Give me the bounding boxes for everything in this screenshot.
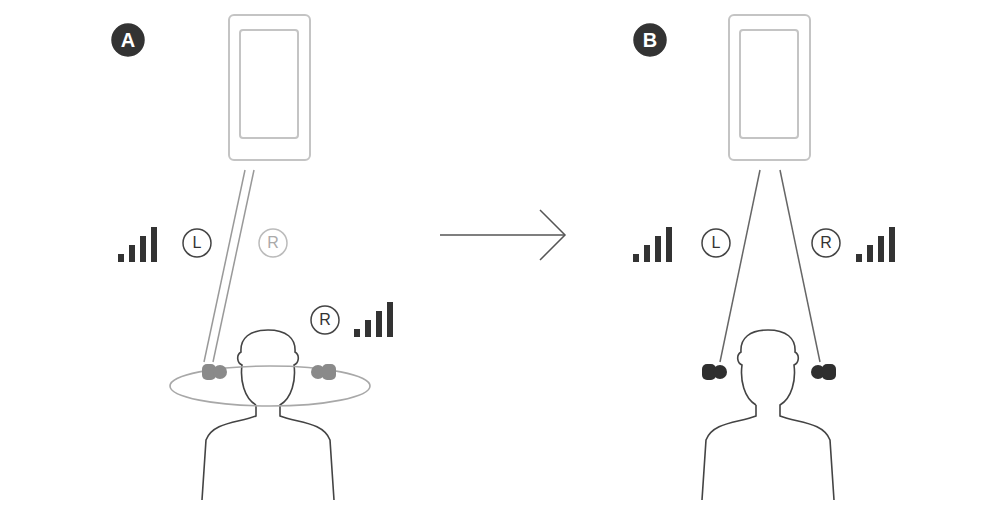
earbud	[702, 364, 727, 380]
badge-letter: R	[267, 235, 279, 251]
relay-ring	[170, 366, 370, 406]
badge-letter: L	[193, 235, 202, 251]
signal-bars	[633, 227, 672, 262]
badge-letter: R	[319, 312, 331, 328]
badge-letter: L	[712, 235, 721, 251]
channel-badge: R	[310, 305, 340, 335]
transition-arrow	[440, 234, 564, 236]
badge-letter: A	[121, 30, 135, 50]
smartphone	[229, 15, 310, 160]
badge-outline	[183, 229, 211, 257]
arrow-head	[540, 210, 565, 260]
badge-letter: B	[643, 30, 657, 50]
badge-outline	[311, 306, 339, 334]
channel-badge: R	[258, 228, 288, 258]
earbud	[202, 364, 227, 380]
badge-outline	[702, 229, 730, 257]
person-outline	[702, 330, 834, 500]
badge-outline	[812, 229, 840, 257]
signal-bars	[118, 227, 157, 262]
badge-outline	[259, 229, 287, 257]
signal-bars	[354, 302, 393, 337]
channel-badge: R	[811, 228, 841, 258]
signal-bars	[856, 227, 895, 262]
panel-badge: B	[633, 23, 667, 57]
wireless-link	[720, 170, 760, 362]
wireless-link	[204, 170, 245, 362]
badge-outline	[112, 24, 144, 56]
badge-outline	[634, 24, 666, 56]
earbud	[811, 364, 836, 380]
channel-badge: L	[182, 228, 212, 258]
smartphone	[729, 15, 810, 160]
person-outline	[202, 330, 334, 500]
channel-badge: L	[701, 228, 731, 258]
panel-badge: A	[111, 23, 145, 57]
earbud	[311, 364, 336, 380]
badge-letter: R	[820, 235, 832, 251]
wireless-link	[213, 170, 254, 362]
